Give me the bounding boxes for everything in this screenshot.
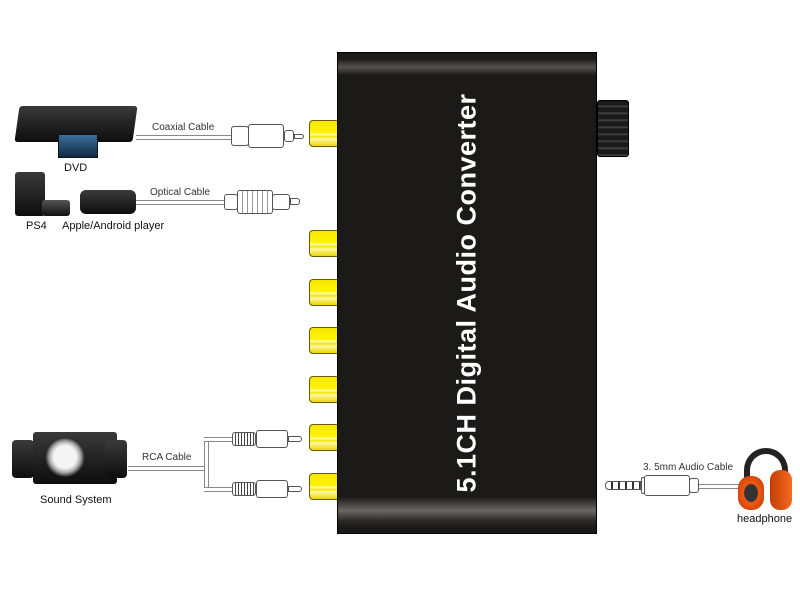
coaxial-plug-body <box>248 124 284 148</box>
optical-plug-body <box>237 190 273 214</box>
rca-cable-main <box>128 466 204 471</box>
rca-port-right[interactable] <box>309 473 337 500</box>
rca-plug-top-tip <box>288 436 302 442</box>
left-satellite-speaker-icon <box>12 440 34 478</box>
rca-plug-top-body <box>256 430 288 448</box>
rca-cable-label: RCA Cable <box>142 452 192 463</box>
rca-port-left[interactable] <box>309 424 337 451</box>
optical-plug-neck <box>272 194 290 210</box>
coaxial-plug-tip <box>294 134 304 139</box>
optical-cable <box>136 200 226 205</box>
optical-cable-label: Optical Cable <box>150 187 211 198</box>
ps4-controller-icon <box>42 200 70 216</box>
output-port-2[interactable] <box>309 279 337 306</box>
apple-tv-icon <box>80 190 136 214</box>
volume-knob[interactable] <box>597 100 629 157</box>
converter-box <box>337 52 597 534</box>
audio-jack-tip <box>605 481 641 490</box>
rca-plug-bottom-tip <box>288 486 302 492</box>
apple-player-label: Apple/Android player <box>62 220 165 232</box>
ps4-console-icon <box>15 172 45 216</box>
rca-plug-bottom-body <box>256 480 288 498</box>
output-port-4[interactable] <box>309 376 337 403</box>
rca-cable-branch-bottom <box>204 487 234 492</box>
headphone-band-icon <box>744 448 788 488</box>
rca-cable-split <box>204 437 209 491</box>
output-port-1[interactable] <box>309 230 337 257</box>
optical-plug-collar <box>224 194 238 210</box>
audio-jack-body <box>644 475 690 496</box>
optical-plug-tip <box>290 198 300 205</box>
dvd-disc-tray-icon <box>58 134 98 158</box>
converter-title: 5.1CH Digital Audio Converter <box>451 93 482 493</box>
coaxial-plug-collar <box>231 126 249 146</box>
audio-jack-strain-relief <box>689 478 699 493</box>
sound-system-label: Sound System <box>40 494 112 506</box>
headphone-label: headphone <box>737 513 793 525</box>
audio-cable <box>699 484 749 489</box>
output-port-3[interactable] <box>309 327 337 354</box>
rca-plug-bottom-grip <box>232 482 256 496</box>
right-satellite-speaker-icon <box>105 440 127 478</box>
rca-cable-branch-top <box>204 437 234 442</box>
box-top-highlight <box>338 59 596 75</box>
coaxial-plug-neck <box>284 130 294 142</box>
dvd-label: DVD <box>64 162 88 174</box>
speaker-cone-icon <box>45 437 85 477</box>
coaxial-port[interactable] <box>309 120 337 147</box>
headphone-left-cup-icon <box>738 476 764 510</box>
coaxial-cable-label: Coaxial Cable <box>152 122 215 133</box>
audio-cable-label: 3. 5mm Audio Cable <box>643 462 734 473</box>
ps4-label: PS4 <box>26 220 47 232</box>
rca-plug-top-grip <box>232 432 256 446</box>
box-bottom-highlight <box>338 497 596 527</box>
coaxial-cable <box>136 135 231 140</box>
headphone-right-cup-icon <box>770 470 792 510</box>
